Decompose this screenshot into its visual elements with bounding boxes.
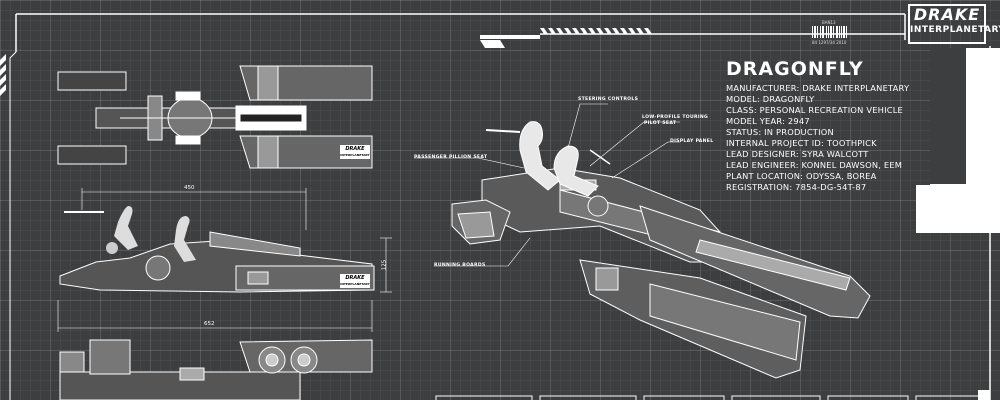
side-view-drawing (59, 206, 375, 293)
spec-panel: DRAGONFLY MANUFACTURER: DRAKE INTERPLANE… (726, 58, 916, 193)
front-view-drawing (59, 339, 373, 400)
dimension-height: 125 (381, 259, 388, 271)
decal-side-line2: INTERPLANETARY (340, 282, 370, 286)
decal-top-line1: DRAKE (345, 146, 365, 152)
top-view-drawing (57, 65, 373, 169)
callout-pilot-seat-line1: LOW-PROFILE TOURING (642, 115, 709, 120)
hazard-stripes (0, 28, 990, 400)
barcode-number: 84 1297/34 2010 (812, 40, 847, 45)
barcode (812, 26, 847, 38)
spec-plant-location: PLANT LOCATION: ODYSSA, BOREA (726, 171, 877, 181)
dimension-lines (57, 188, 392, 332)
spec-lead-designer: LEAD DESIGNER: SYRA WALCOTT (726, 149, 869, 159)
right-bar-step (916, 185, 1000, 233)
callout-passenger-pillion-seat: PASSENGER PILLION SEAT (414, 155, 488, 160)
spec-registration: REGISTRATION: 7854-DG-54T-87 (726, 182, 867, 192)
callout-pilot-seat-line2: PILOT SEAT (644, 121, 677, 126)
right-bar-notch (930, 48, 966, 184)
logo-line1: DRAKE (913, 5, 981, 24)
callout-leaders (414, 103, 680, 267)
decal-top-view: DRAKE INTERPLANETARY (340, 146, 370, 160)
spec-model-year: MODEL YEAR: 2947 (726, 116, 810, 126)
dimension-upper-length: 450 (184, 185, 195, 191)
spec-lead-engineer: LEAD ENGINEER: KONNEL DAWSON, EEM (726, 160, 903, 170)
logo-line2: INTERPLANETARY (910, 25, 1000, 35)
spec-model: MODEL: DRAGONFLY (726, 94, 815, 104)
spec-manufacturer: MANUFACTURER: DRAKE INTERPLANETARY (726, 83, 910, 93)
spec-class: CLASS: PERSONAL RECREATION VEHICLE (726, 105, 903, 115)
vehicle-title: DRAGONFLY (726, 58, 864, 80)
decal-side-view: DRAKE INTERPLANETARY (340, 275, 370, 289)
barcode-code: BAN13 (822, 20, 836, 25)
decal-side-line1: DRAKE (345, 275, 365, 281)
dimension-overall-length: 652 (204, 321, 215, 327)
drake-logo: DRAKE INTERPLANETARY (908, 4, 1000, 44)
callout-running-boards: RUNNING BOARDS (434, 263, 486, 268)
callout-steering-controls: STEERING CONTROLS (578, 97, 639, 102)
bottom-panels (435, 395, 987, 400)
perspective-view-drawing (451, 121, 871, 379)
decal-top-line2: INTERPLANETARY (340, 153, 370, 157)
callout-display-panel: DISPLAY PANEL (670, 139, 714, 144)
spec-project-id: INTERNAL PROJECT ID: TOOTHPICK (726, 138, 877, 148)
spec-status: STATUS: IN PRODUCTION (726, 127, 834, 137)
